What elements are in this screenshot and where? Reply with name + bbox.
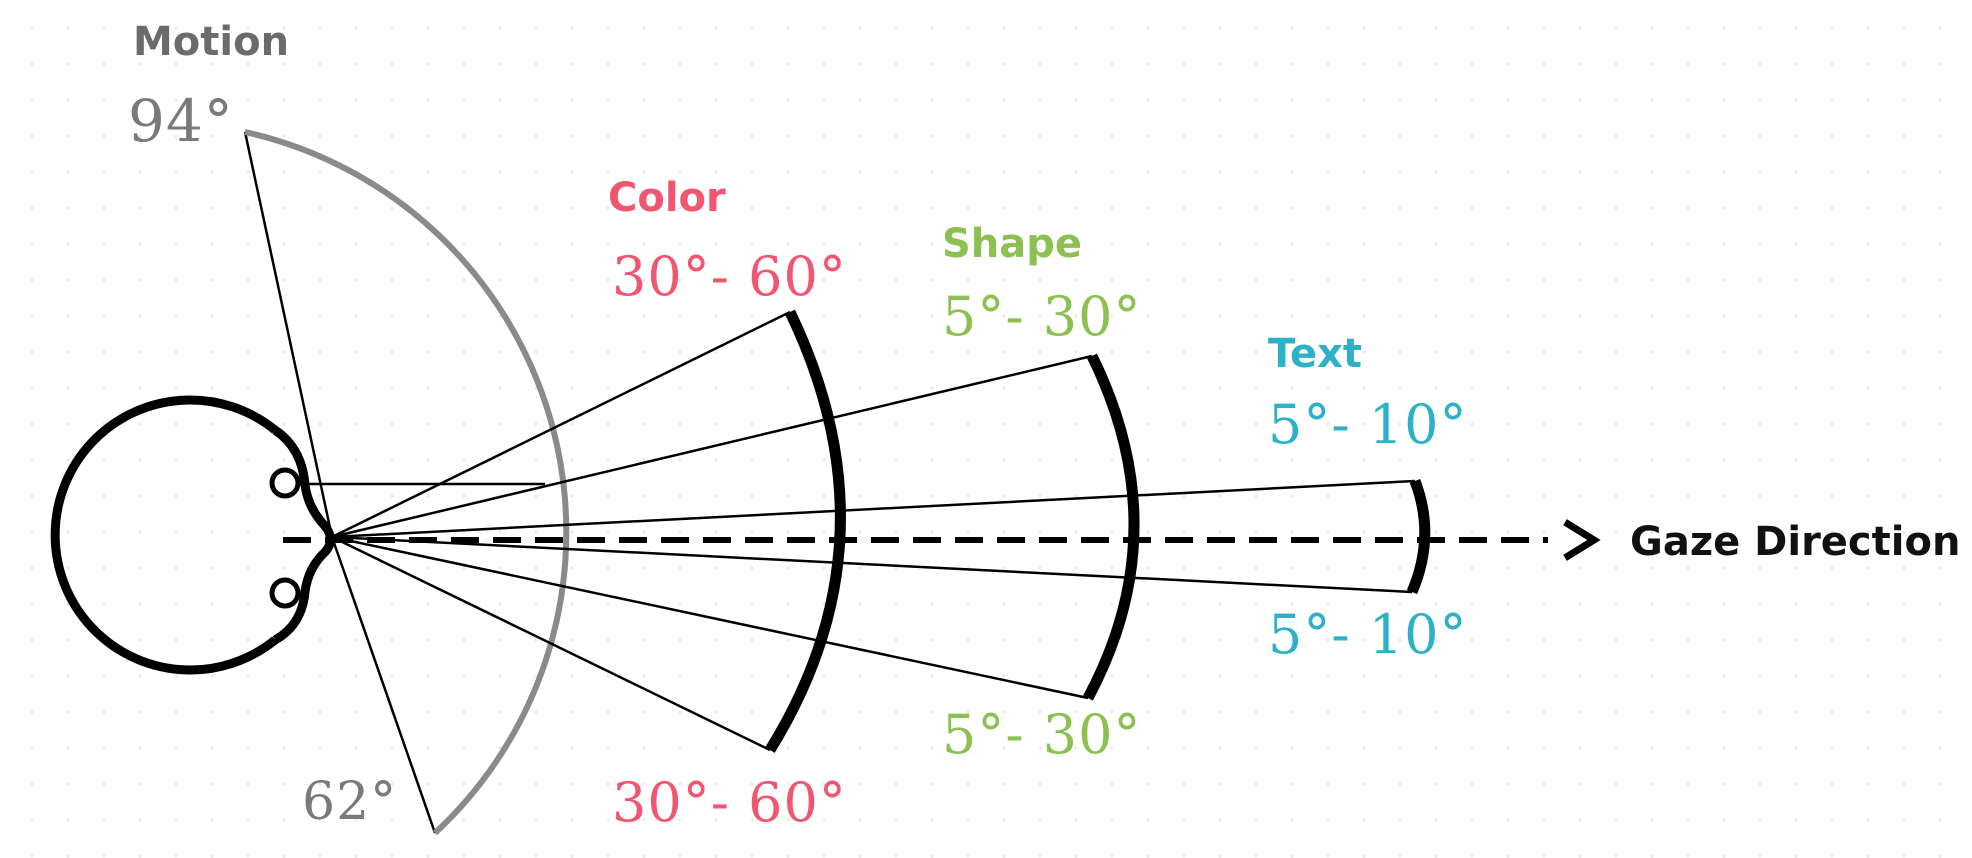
color-bottom-range: 30°- 60° — [612, 771, 847, 834]
shape-field — [331, 353, 1140, 701]
motion-title: Motion — [133, 19, 290, 65]
motion-bottom-boundary-line — [330, 536, 437, 834]
upper-eye-ring — [269, 467, 301, 499]
text-field — [331, 479, 1431, 595]
color-arc — [765, 309, 846, 753]
color-title: Color — [608, 175, 726, 221]
shape-top-range: 5°- 30° — [942, 285, 1142, 348]
motion-arc — [244, 129, 570, 836]
shape-top-boundary-line — [331, 354, 1093, 539]
shape-title: Shape — [942, 221, 1083, 267]
text-bottom-boundary-line — [331, 535, 1413, 594]
gaze-direction-arrow — [283, 519, 1601, 561]
arrow-right-icon — [1563, 519, 1601, 561]
face-profile — [272, 426, 335, 644]
eye-icon — [50, 395, 545, 675]
shape-bottom-range: 5°- 30° — [942, 703, 1142, 766]
text-title: Text — [1268, 331, 1363, 377]
color-bottom-boundary-line — [331, 535, 771, 752]
text-arc — [1406, 479, 1431, 595]
color-top-range: 30°- 60° — [612, 245, 847, 308]
head-outline — [50, 395, 278, 675]
gaze-direction-label: Gaze Direction — [1630, 519, 1961, 565]
motion-top-boundary-line — [243, 131, 334, 538]
motion-field — [243, 129, 570, 836]
color-top-boundary-line — [331, 310, 791, 539]
text-bottom-range: 5°- 10° — [1268, 603, 1468, 666]
motion-bottom-angle: 62° — [302, 772, 398, 832]
shape-bottom-boundary-line — [331, 535, 1089, 700]
text-top-range: 5°- 10° — [1268, 393, 1468, 456]
text-top-boundary-line — [331, 479, 1416, 539]
shape-arc — [1083, 353, 1140, 701]
motion-top-angle: 94° — [128, 87, 234, 155]
color-field — [331, 309, 846, 753]
lower-eye-ring — [269, 577, 301, 609]
